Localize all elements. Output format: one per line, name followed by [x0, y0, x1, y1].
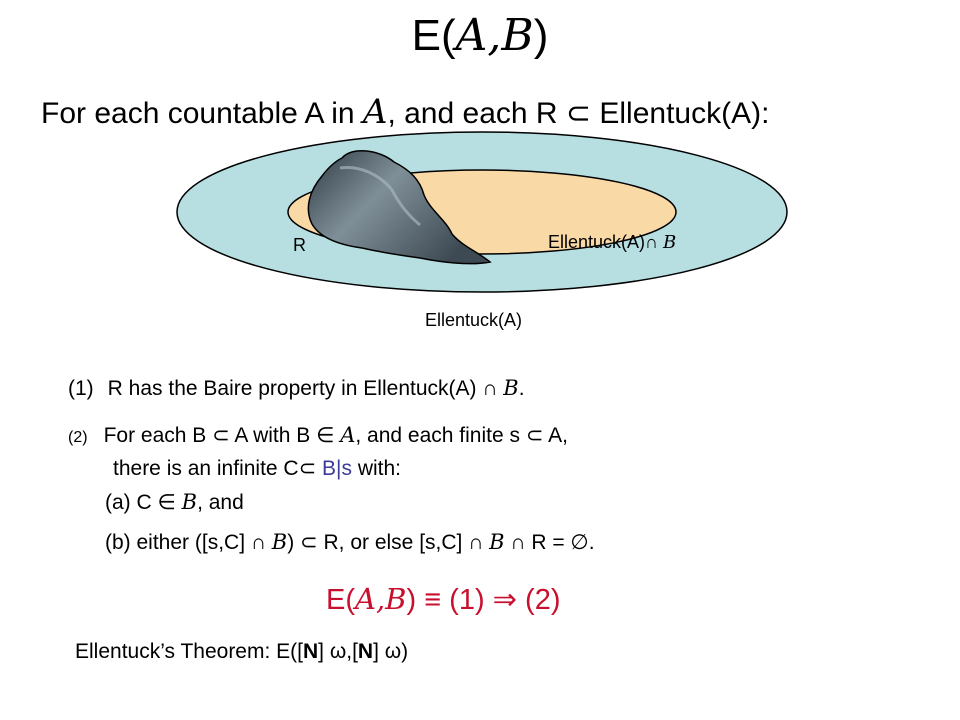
- r-region-highlight: [339, 165, 421, 227]
- r-region: [307, 150, 492, 265]
- slide-title: E(A,B): [411, 10, 549, 61]
- condition-2b: (b) either ([s,C] ∩ B) ⊂ R, or else [s,C…: [105, 530, 595, 554]
- label-ellentuck: Ellentuck(A): [425, 310, 523, 330]
- condition-2a: (a) C ∈ B, and: [105, 490, 244, 514]
- condition-2-line2: there is an infinite C⊂ B|s with:: [113, 457, 402, 480]
- condition-2: (2)For each B ⊂ A with B ∈ A, and each f…: [68, 423, 568, 447]
- equation-e-definition: E(A,B) ≡ (1) ⇒ (2): [326, 582, 561, 616]
- label-ellentuck-intersection: Ellentuck(A)∩ B: [548, 232, 677, 253]
- heading-statement: For each countable A in A, and each R ⊂ …: [41, 92, 770, 132]
- label-r: R: [293, 235, 306, 255]
- condition-1: (1)R has the Baire property in Ellentuck…: [68, 376, 525, 400]
- ellentuck-theorem: Ellentuck’s Theorem: E([N] ω,[N] ω): [75, 640, 409, 663]
